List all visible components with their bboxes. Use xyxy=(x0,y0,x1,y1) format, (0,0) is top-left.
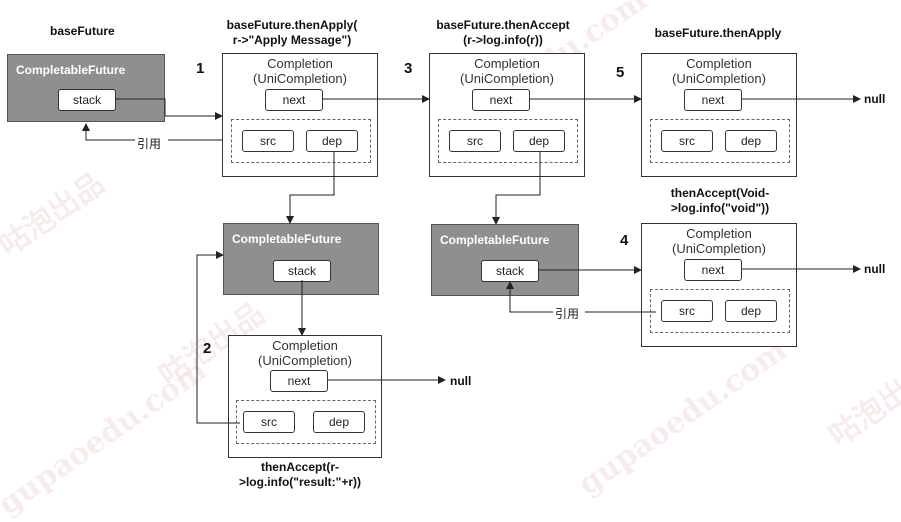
reference-arrow xyxy=(510,282,656,313)
reference-arrow xyxy=(86,124,222,141)
connector-layer xyxy=(0,95,861,424)
src-dep-group: src dep xyxy=(231,119,371,163)
future-title: CompletableFuture xyxy=(440,233,550,247)
then-apply-5-label: baseFuture.thenApply xyxy=(654,26,782,40)
step-number-4: 4 xyxy=(620,232,629,249)
connector-arrow xyxy=(115,98,223,120)
future-title: CompletableFuture xyxy=(16,63,126,77)
src-field: src xyxy=(661,300,713,322)
reference-label: 引用 xyxy=(555,307,580,321)
connector-arrow xyxy=(492,152,541,225)
then-accept-void-label-line1: thenAccept(Void- xyxy=(670,186,770,200)
src-dep-group: src dep xyxy=(650,119,790,163)
step-number-3: 3 xyxy=(404,60,413,77)
completion-subtitle: (UniCompletion) xyxy=(672,241,766,256)
dep-field: dep xyxy=(725,300,777,322)
completion-title: Completion xyxy=(474,56,540,71)
future-title: CompletableFuture xyxy=(232,232,342,246)
completion-box-2: Completion (UniCompletion) next src dep xyxy=(228,335,382,458)
next-field: next xyxy=(270,370,328,392)
base-future-label: baseFuture xyxy=(50,24,115,38)
completion-box-3: Completion (UniCompletion) next src dep xyxy=(429,53,585,177)
base-completable-future-box: CompletableFuture stack xyxy=(7,54,165,122)
dep-field: dep xyxy=(725,130,777,152)
src-field: src xyxy=(449,130,501,152)
src-field: src xyxy=(243,411,295,433)
dep-field: dep xyxy=(513,130,565,152)
completion-subtitle: (UniCompletion) xyxy=(460,71,554,86)
src-field: src xyxy=(661,130,713,152)
completion-box-4: Completion (UniCompletion) next src dep xyxy=(641,223,797,347)
then-accept-label-line1: baseFuture.thenAccept xyxy=(436,18,570,32)
then-apply-label-line1: baseFuture.thenApply( xyxy=(226,18,358,32)
completable-future-box-2: CompletableFuture stack xyxy=(223,223,379,295)
dep-field: dep xyxy=(306,130,358,152)
null-label: null xyxy=(864,92,886,106)
then-accept-result-label-line1: thenAccept(r- xyxy=(260,460,339,474)
completion-title: Completion xyxy=(267,56,333,71)
src-field: src xyxy=(242,130,294,152)
completion-title: Completion xyxy=(686,226,752,241)
step-number-1: 1 xyxy=(196,60,205,77)
then-apply-label-line2: r->"Apply Message") xyxy=(232,33,352,47)
step-number-5: 5 xyxy=(616,64,625,81)
connector-arrow xyxy=(286,152,335,224)
completion-box-5: Completion (UniCompletion) next src dep xyxy=(641,53,797,177)
completion-subtitle: (UniCompletion) xyxy=(253,71,347,86)
then-accept-void-label-line2: >log.info("void")) xyxy=(670,201,770,215)
then-accept-label-line2: (r->log.info(r)) xyxy=(463,33,543,47)
src-dep-group: src dep xyxy=(650,289,790,333)
next-field: next xyxy=(684,89,742,111)
src-dep-group: src dep xyxy=(438,119,578,163)
completion-title: Completion xyxy=(272,338,338,353)
reference-label: 引用 xyxy=(137,137,162,151)
completion-title: Completion xyxy=(686,56,752,71)
null-label: null xyxy=(450,374,472,388)
null-label: null xyxy=(864,262,886,276)
completion-subtitle: (UniCompletion) xyxy=(258,353,352,368)
step-number-2: 2 xyxy=(203,340,212,357)
completion-box-1: Completion (UniCompletion) next src dep xyxy=(222,53,378,177)
next-field: next xyxy=(265,89,323,111)
next-field: next xyxy=(472,89,530,111)
reference-arrow xyxy=(196,251,240,424)
completion-subtitle: (UniCompletion) xyxy=(672,71,766,86)
then-accept-result-label-line2: >log.info("result:"+r)) xyxy=(238,475,362,489)
stack-field: stack xyxy=(58,89,116,111)
dep-field: dep xyxy=(313,411,365,433)
next-field: next xyxy=(684,259,742,281)
src-dep-group: src dep xyxy=(236,400,376,444)
